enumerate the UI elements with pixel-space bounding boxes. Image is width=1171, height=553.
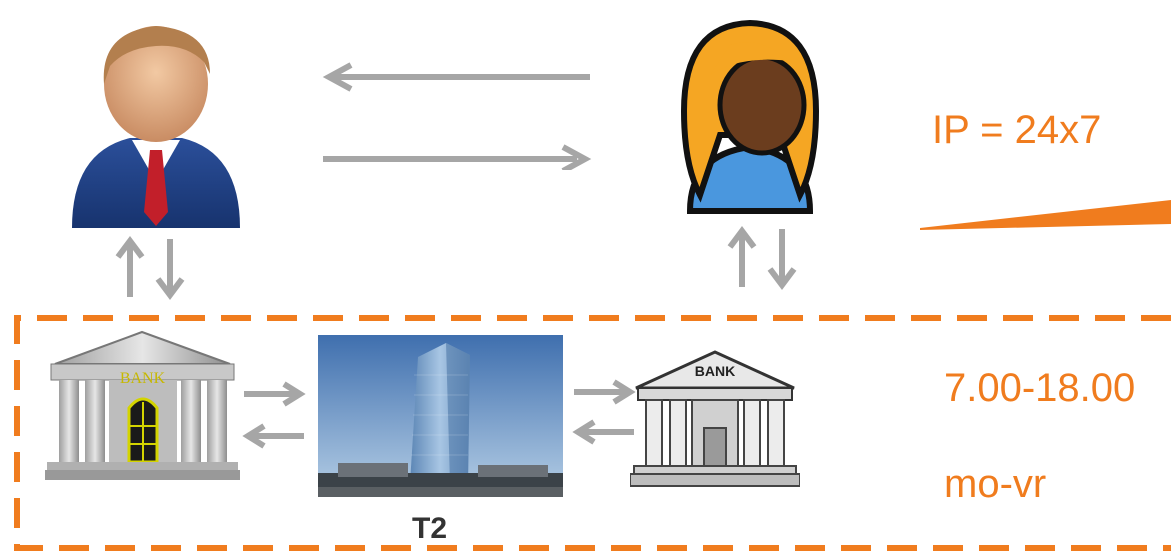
instant-payment-label: IP = 24x7 (932, 108, 1102, 152)
vertical-arrows-right (727, 226, 797, 290)
businessman-icon (72, 26, 240, 228)
vertical-arrows-left (115, 236, 185, 300)
operating-days-label: mo-vr (944, 462, 1047, 506)
arrows-bank-left-t2 (242, 381, 306, 449)
bank-right: BANK (630, 348, 800, 488)
timeline-wedge (920, 200, 1171, 230)
bank-left: BANK (45, 330, 240, 480)
bank-building-icon (630, 350, 800, 487)
payment-arrows (322, 62, 592, 170)
skyscraper-photo (318, 335, 563, 497)
bank-right-sign: BANK (694, 363, 736, 379)
bank-building-icon (45, 330, 240, 480)
woman-icon (680, 19, 820, 214)
arrows-t2-bank-right (572, 379, 636, 445)
operating-hours-label: 7.00-18.00 (944, 366, 1136, 410)
bank-left-sign: BANK (119, 370, 166, 387)
central-bank-label: T2 (412, 512, 448, 545)
